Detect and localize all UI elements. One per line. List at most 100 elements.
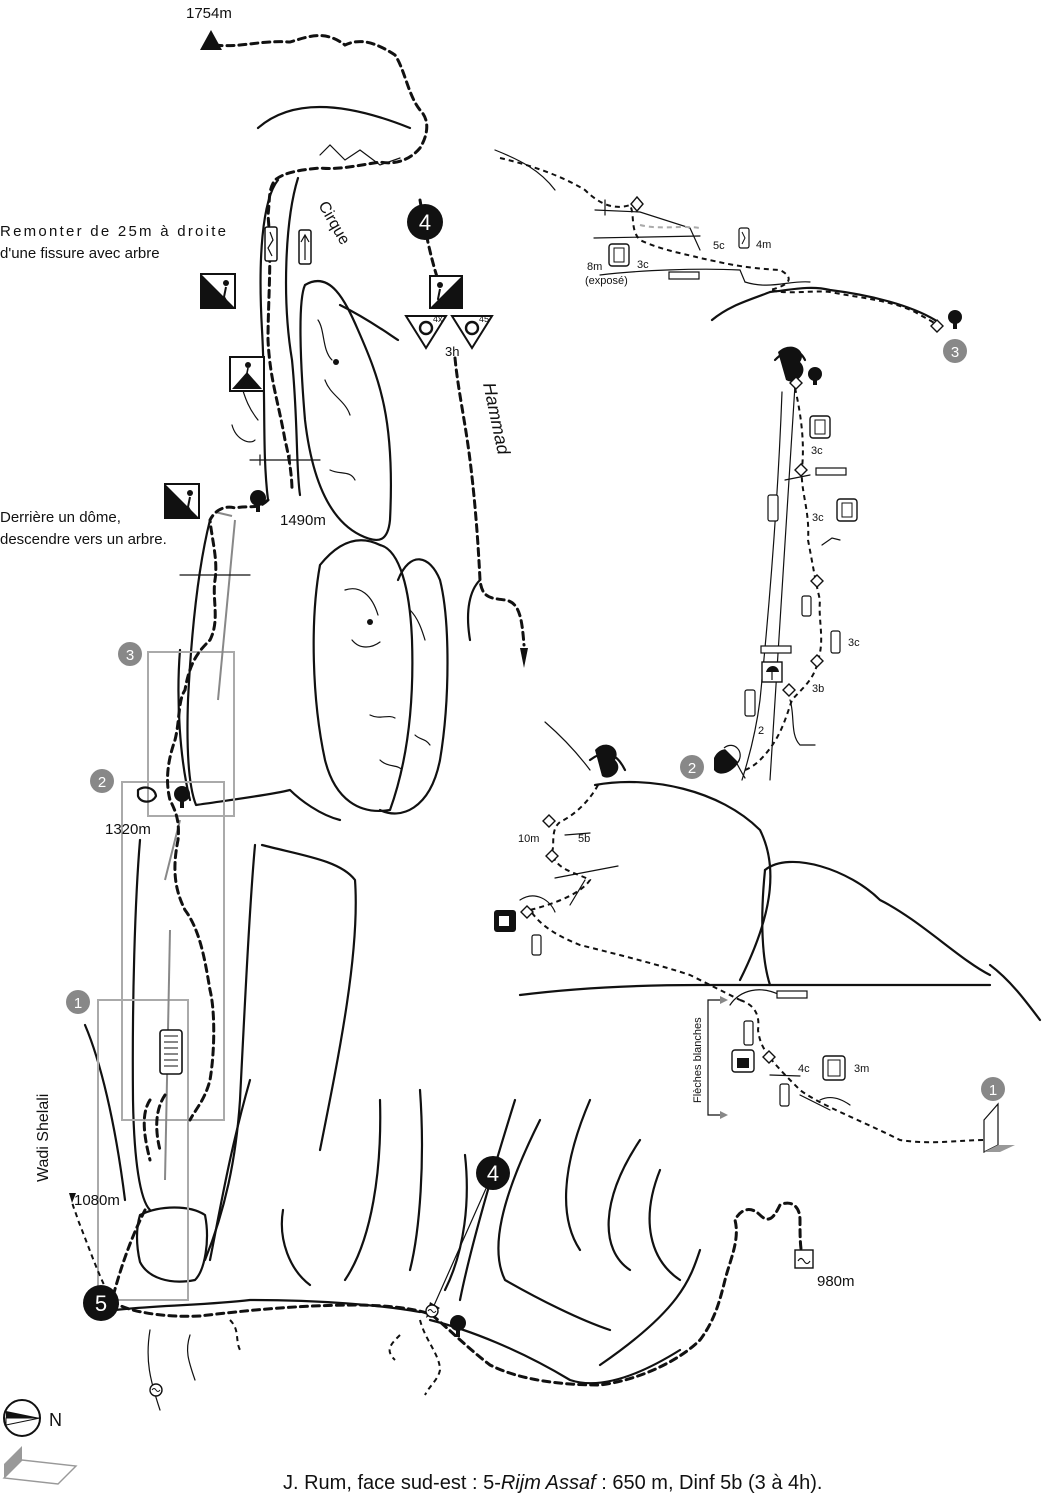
grade-3c-b: 3c — [812, 512, 824, 524]
crack-icon — [801, 595, 812, 617]
grade-5b: 5b — [578, 833, 590, 845]
spring-icon — [149, 1383, 163, 1397]
block-icon — [608, 243, 630, 267]
rappel-length-icon — [450, 315, 494, 350]
route-markers: 4 4 5 3 2 1 3 2 1 — [66, 204, 1005, 1321]
block-icon — [822, 1055, 846, 1081]
exposed-label: (exposé) — [585, 275, 628, 287]
belay-icon — [930, 319, 944, 333]
rappel-anchor-icon — [778, 346, 804, 382]
circle-3-marker: 3 — [126, 647, 134, 664]
terrace-altitude: 1490m — [280, 512, 326, 529]
route-4-bottom-marker: 4 — [487, 1161, 499, 1186]
detail-2-marker: 2 — [688, 760, 696, 777]
chimney-icon — [744, 689, 756, 717]
road-end-icon — [794, 1249, 814, 1269]
walker-icon — [229, 356, 265, 392]
belay-icon — [794, 463, 808, 477]
ledge-icon — [815, 467, 847, 476]
wadi-altitude: 1080m — [74, 1192, 120, 1209]
belay-icon — [810, 574, 824, 588]
chimney-icon — [159, 1029, 183, 1075]
tree-icon — [250, 490, 266, 512]
chimney-icon — [767, 494, 779, 522]
crack-icon — [830, 630, 841, 654]
north-compass — [3, 1399, 41, 1437]
wadi-label: Wadi Shelali — [35, 1094, 52, 1182]
icons: 4x 45 3h — [136, 226, 814, 1397]
hammad-label: Hammad — [479, 381, 514, 458]
belay-icon — [810, 654, 824, 668]
detail-box-1 — [97, 999, 189, 1301]
belay-icon — [782, 683, 796, 697]
start-5-marker: 5 — [95, 1291, 107, 1316]
tree-icon — [808, 367, 822, 385]
belay-icon — [762, 1050, 776, 1064]
crack-icon — [738, 227, 750, 249]
grade-2: 2 — [758, 725, 764, 737]
block-icon — [809, 415, 831, 439]
grade-4m: 4m — [756, 239, 771, 251]
detail-topo-3: 5c 4m 3c 8m (exposé) — [494, 149, 962, 333]
descend-icon — [429, 275, 463, 309]
grade-3c: 3c — [637, 259, 649, 271]
tree-icon — [174, 786, 190, 808]
plane-icon — [2, 1446, 78, 1485]
rappel-count: 4x — [433, 314, 443, 324]
note-top-line1: Remonter de 25m à droite — [0, 223, 226, 240]
note-top-line2: d'une fissure avec arbre — [0, 245, 160, 262]
circle-2-marker: 2 — [98, 774, 106, 791]
summit-altitude: 1754m — [186, 5, 232, 22]
ledge-icon — [668, 271, 700, 280]
tree-icon — [948, 310, 962, 329]
fleches-label: Flèches blanches — [692, 1017, 704, 1103]
length-10m: 10m — [518, 833, 539, 845]
ledge-icon — [760, 645, 792, 654]
caption-prefix: J. Rum, face sud-est : 5- — [283, 1472, 501, 1494]
arrow-up-icon — [298, 229, 312, 265]
caption-suffix: : 650 m, Dinf 5b (3 à 4h). — [596, 1472, 823, 1494]
grade-5c: 5c — [713, 240, 725, 252]
approach-route — [69, 34, 804, 1396]
detail-topo-1: 10m 5b 4c 3m Flèches blanches — [494, 721, 1042, 1153]
road-altitude: 980m — [817, 1273, 855, 1290]
crack-icon — [779, 1083, 790, 1107]
ledge-icon — [776, 990, 808, 999]
tree-icon — [450, 1315, 466, 1337]
grade-3c-a: 3c — [811, 445, 823, 457]
belay-icon — [520, 905, 534, 919]
chimney-icon — [531, 934, 542, 956]
descend-icon — [164, 483, 200, 519]
rock-outlines — [83, 106, 702, 1411]
note-dome-line1: Derrière un dôme, — [0, 509, 121, 526]
crack-icon — [264, 226, 278, 262]
length-8m: 8m — [587, 261, 602, 273]
umbrella-icon — [761, 661, 783, 683]
grade-3c-c: 3c — [848, 637, 860, 649]
detail-1-marker: 1 — [989, 1082, 997, 1099]
detail-box-2 — [121, 781, 225, 1121]
descend-icon — [200, 273, 236, 309]
ledge-altitude: 1320m — [105, 821, 151, 838]
summit-triangle-icon — [200, 30, 222, 50]
seated-climber-icon — [731, 1049, 755, 1073]
rappel-anchor-icon — [714, 744, 741, 774]
detail-3-marker: 3 — [951, 344, 959, 361]
seated-climber-icon — [494, 910, 516, 932]
belay-icon — [630, 195, 644, 213]
rappel-time: 3h — [445, 344, 459, 359]
grade-4c: 4c — [798, 1063, 810, 1075]
rappel-length: 45 — [479, 314, 489, 324]
belay-icon — [789, 376, 803, 390]
route-caption: J. Rum, face sud-est : 5-Rijm Assaf : 65… — [283, 1472, 822, 1494]
belay-icon — [542, 814, 556, 828]
block-icon — [836, 498, 858, 522]
route-4-top-marker: 4 — [419, 210, 431, 235]
note-dome-line2: descendre vers un arbre. — [0, 531, 167, 548]
rappel-count-icon — [404, 315, 448, 350]
belay-icon — [545, 849, 559, 863]
circle-1-marker: 1 — [74, 995, 82, 1012]
north-label: N — [49, 1410, 62, 1430]
caption-route: Rijm Assaf — [501, 1472, 598, 1494]
